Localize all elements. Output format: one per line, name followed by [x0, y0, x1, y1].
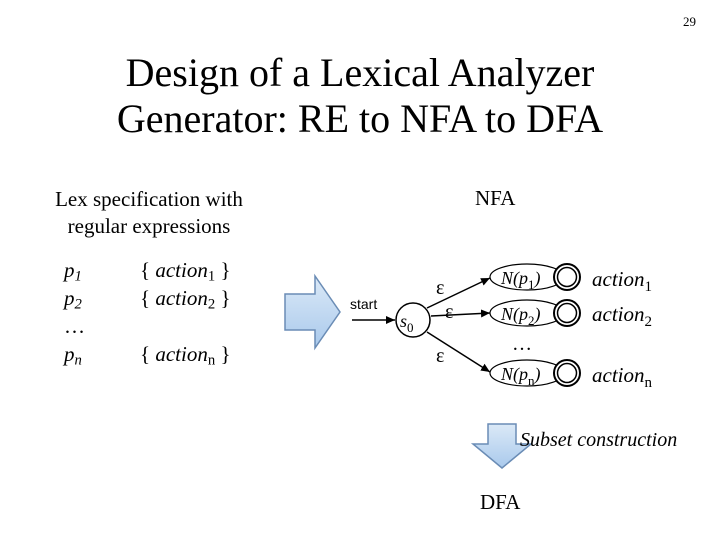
action-block: { action2 }	[140, 286, 231, 313]
nfa-ellipsis: …	[512, 333, 532, 355]
lex-spec-heading-line-1: Lex specification with	[55, 187, 243, 211]
epsilon-label-n: ε	[436, 345, 444, 367]
epsilon-label-2: ε	[445, 301, 453, 323]
pattern-ellipsis: …	[64, 314, 85, 338]
epsilon-arrow-2	[430, 309, 491, 318]
epsilon-arrow-n	[426, 331, 491, 373]
pattern: p1	[64, 258, 82, 285]
pattern: pn	[64, 342, 82, 369]
action-block: { action1 }	[140, 258, 231, 285]
title-line-1: Design of a Lexical Analyzer	[125, 50, 595, 95]
start-state-label: s0	[400, 311, 414, 335]
accepting-state-1	[553, 263, 581, 291]
action-block: { actionn }	[140, 342, 231, 369]
subset-construction-label: Subset construction	[520, 429, 677, 451]
action-label-n: actionn	[592, 363, 653, 391]
sub-nfa-label-2: N(p2)	[500, 304, 541, 328]
lex-spec-heading: Lex specification with regular expressio…	[18, 186, 280, 240]
start-label: start	[350, 296, 377, 312]
subset-construction-block-arrow	[470, 423, 534, 469]
start-state	[395, 302, 431, 338]
accepting-state-n	[553, 359, 581, 387]
action-label-1: action1	[592, 267, 652, 295]
epsilon-arrow-1	[426, 277, 491, 309]
nfa-heading: NFA	[475, 186, 516, 210]
page-number: 29	[683, 14, 696, 29]
lex-spec-heading-line-2: regular expressions	[67, 214, 231, 238]
action-label-2: action2	[592, 302, 652, 330]
slide-title: Design of a Lexical Analyzer Generator: …	[0, 50, 720, 142]
accepting-state-2	[553, 299, 581, 327]
sub-nfa-label-1: N(p1)	[500, 268, 541, 292]
re-to-nfa-block-arrow	[284, 273, 341, 351]
pattern: p2	[64, 286, 82, 313]
dfa-heading: DFA	[480, 490, 521, 514]
sub-nfa-label-n: N(pn)	[500, 364, 541, 388]
epsilon-label-1: ε	[436, 277, 444, 299]
title-line-2: Generator: RE to NFA to DFA	[116, 96, 604, 141]
